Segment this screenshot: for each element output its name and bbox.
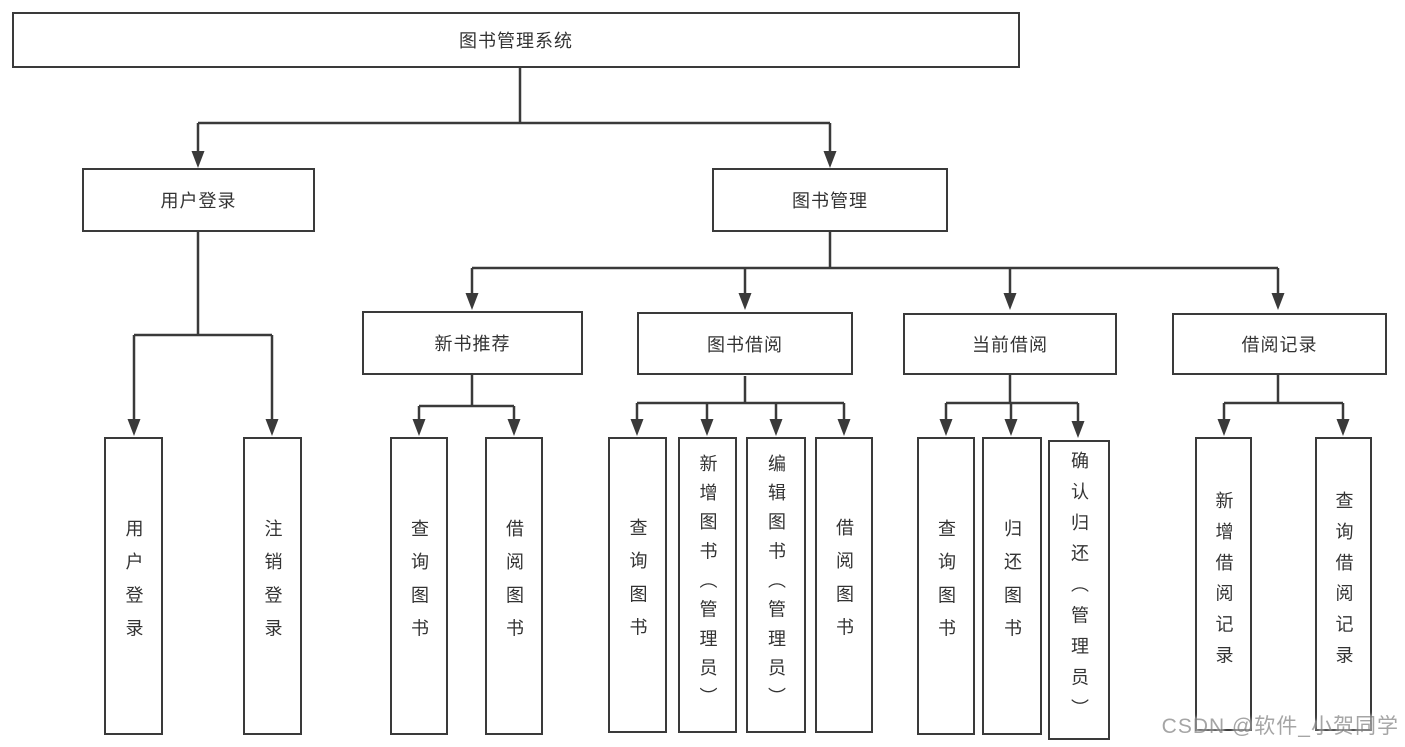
- node-leaf-add-borrow-record: 新增借阅记录: [1195, 437, 1252, 731]
- node-leaf-logout: 注销登录: [243, 437, 302, 735]
- node-current-borrow: 当前借阅: [903, 313, 1117, 375]
- node-leaf-logout-label: 注销登录: [262, 519, 283, 653]
- node-user-login-label: 用户登录: [160, 191, 237, 211]
- node-leaf-return-books-label: 归还图书: [1002, 519, 1022, 653]
- node-leaf-query-borrow-record: 查询借阅记录: [1315, 437, 1372, 731]
- node-leaf-add-borrow-record-label: 新增借阅记录: [1213, 491, 1234, 677]
- node-borrow-records: 借阅记录: [1172, 313, 1387, 375]
- node-leaf-user-login-label: 用户登录: [123, 519, 144, 653]
- node-leaf-borrow-books-1-label: 借阅图书: [504, 519, 524, 653]
- node-user-login: 用户登录: [82, 168, 315, 232]
- node-current-borrow-label: 当前借阅: [972, 335, 1048, 355]
- node-book-borrow-label: 图书借阅: [707, 334, 783, 355]
- node-leaf-confirm-return-admin-label: 确认归还（管理员）: [1069, 450, 1089, 730]
- node-library-management-system: 图书管理系统: [12, 12, 1020, 68]
- node-leaf-edit-books-admin: 编辑图书（管理员）: [746, 437, 806, 733]
- node-leaf-edit-books-admin-label: 编辑图书（管理员）: [766, 453, 786, 717]
- node-book-management-label: 图书管理: [792, 191, 868, 211]
- node-book-management: 图书管理: [712, 168, 948, 232]
- node-leaf-query-books-1: 查询图书: [390, 437, 448, 735]
- node-leaf-query-borrow-record-label: 查询借阅记录: [1333, 491, 1354, 677]
- node-leaf-query-books-3: 查询图书: [917, 437, 975, 735]
- node-leaf-query-books-2: 查询图书: [608, 437, 667, 733]
- node-leaf-user-login: 用户登录: [104, 437, 163, 735]
- node-leaf-borrow-books-2: 借阅图书: [815, 437, 873, 733]
- node-borrow-records-label: 借阅记录: [1241, 335, 1318, 355]
- node-leaf-borrow-books-2-label: 借阅图书: [834, 518, 854, 652]
- node-leaf-query-books-3-label: 查询图书: [936, 519, 956, 653]
- node-new-book-recommend: 新书推荐: [362, 311, 583, 375]
- node-leaf-query-books-2-label: 查询图书: [627, 518, 648, 652]
- connector-path: [132, 68, 1345, 422]
- node-leaf-borrow-books-1: 借阅图书: [485, 437, 543, 735]
- node-book-borrow: 图书借阅: [637, 312, 853, 375]
- node-leaf-query-books-1-label: 查询图书: [409, 519, 429, 653]
- csdn-watermark: CSDN @软件_小贺同学: [1161, 715, 1399, 738]
- node-leaf-add-books-admin: 新增图书（管理员）: [678, 437, 737, 733]
- node-library-management-system-label: 图书管理系统: [459, 31, 573, 51]
- node-leaf-add-books-admin-label: 新增图书（管理员）: [697, 453, 718, 717]
- node-new-book-recommend-label: 新书推荐: [434, 334, 511, 354]
- node-leaf-confirm-return-admin: 确认归还（管理员）: [1048, 440, 1110, 740]
- node-leaf-return-books: 归还图书: [982, 437, 1042, 735]
